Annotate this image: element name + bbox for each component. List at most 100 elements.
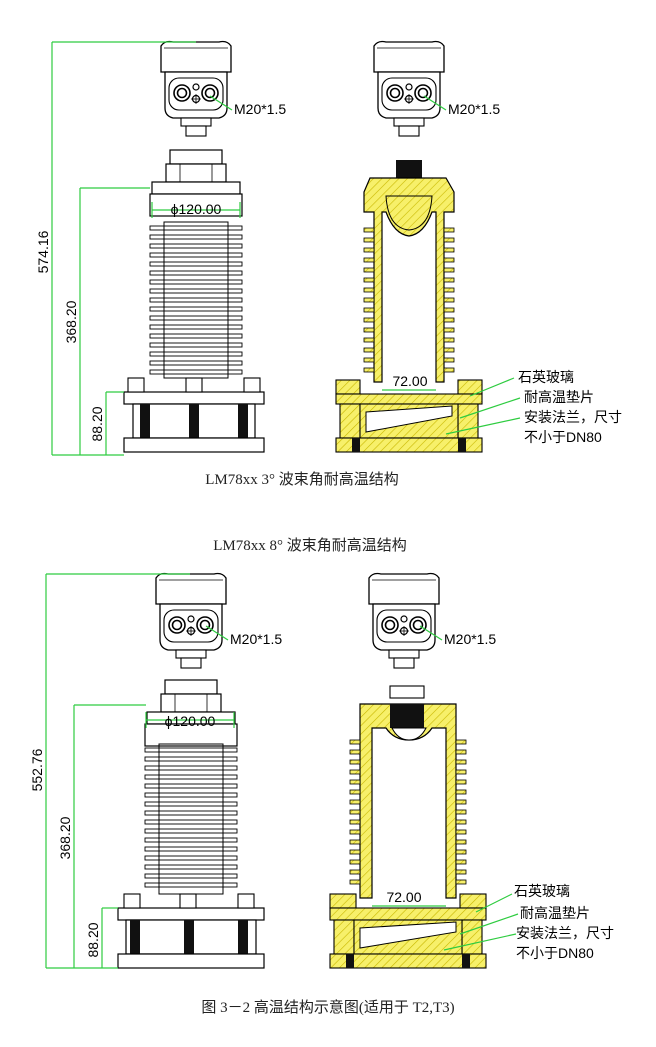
section-fin [443, 317, 455, 323]
cooling-fin [144, 774, 238, 780]
cooling-fin [149, 351, 243, 357]
section-fin [349, 819, 361, 825]
callout-flange-size-top: 不小于DN80 [524, 429, 602, 445]
section-fin [443, 247, 455, 253]
section-fin [349, 759, 361, 765]
section-fin [455, 749, 467, 755]
section-fin [349, 869, 361, 875]
section-fin [363, 227, 375, 233]
cooling-fin [149, 315, 243, 321]
cooling-fin [144, 801, 238, 807]
overall-height-label-bottom: 552.76 [29, 748, 45, 791]
top-right-dimensions [382, 95, 521, 435]
section-fin [455, 769, 467, 775]
section-fin [363, 357, 375, 363]
section-fin [349, 779, 361, 785]
cooling-fin [149, 234, 243, 240]
section-fin [363, 317, 375, 323]
cooling-fin [144, 846, 238, 852]
section-fin [455, 829, 467, 835]
cooling-fin [149, 225, 243, 231]
cooling-fin [149, 333, 243, 339]
cooling-fin [149, 288, 243, 294]
section-fin [349, 809, 361, 815]
section-fin [349, 839, 361, 845]
thread-label-top-right: M20*1.5 [448, 101, 500, 117]
cooling-fin [144, 882, 238, 888]
section-fin [443, 347, 455, 353]
section-fin [455, 809, 467, 815]
section-fin [443, 267, 455, 273]
section-fin [455, 869, 467, 875]
section-fin [455, 759, 467, 765]
section-fin [349, 879, 361, 885]
bottom-right-view [329, 572, 487, 969]
section-fin [363, 257, 375, 263]
fin-height-label-top: 368.20 [63, 300, 79, 343]
cooling-fin [149, 306, 243, 312]
section-fin [443, 257, 455, 263]
cooling-fin [149, 324, 243, 330]
cooling-fin [149, 243, 243, 249]
diameter-label-bottom: ϕ120.00 [165, 713, 216, 729]
diameter-label-top: ϕ120.00 [171, 201, 222, 217]
callout-quartz-bottom: 石英玻璃 [514, 883, 570, 899]
cooling-fin [144, 747, 238, 753]
cooling-fin [144, 765, 238, 771]
section-fin [363, 367, 375, 373]
section-fin [443, 227, 455, 233]
section-fin [455, 859, 467, 865]
thread-label-bottom-right: M20*1.5 [444, 631, 496, 647]
overall-height-label-top: 574.16 [35, 230, 51, 273]
section-fin [443, 367, 455, 373]
cooling-fin [144, 864, 238, 870]
section-fin [455, 799, 467, 805]
cooling-fin [149, 360, 243, 366]
caption-bottom: LM78xx 8° 波束角耐高温结构 [213, 537, 407, 554]
section-fin [455, 779, 467, 785]
callout-flange-bottom: 安装法兰，尺寸 [516, 925, 614, 941]
section-fin [349, 859, 361, 865]
cooling-fin [149, 252, 243, 258]
section-fin [363, 307, 375, 313]
cooling-fin [144, 810, 238, 816]
section-fin [443, 307, 455, 313]
section-fin [363, 287, 375, 293]
callout-flange-size-bottom: 不小于DN80 [516, 945, 594, 961]
bottom-left-view [117, 572, 265, 969]
section-fin [363, 347, 375, 353]
section-fin [455, 819, 467, 825]
cooling-fin [149, 261, 243, 267]
section-fin [455, 789, 467, 795]
top-left-dimensions [51, 41, 241, 456]
cooling-fin [144, 828, 238, 834]
section-fin [443, 337, 455, 343]
section-fin [363, 267, 375, 273]
section-fin [363, 277, 375, 283]
section-fin [363, 237, 375, 243]
section-fin [443, 287, 455, 293]
inner-width-label-top: 72.00 [392, 373, 427, 389]
section-fin [349, 829, 361, 835]
cooling-fin [149, 369, 243, 375]
section-fin [349, 799, 361, 805]
cooling-fin [149, 270, 243, 276]
callout-gasket-top: 耐高温垫片 [524, 389, 594, 405]
callout-flange-top: 安装法兰，尺寸 [524, 409, 622, 425]
section-fin [349, 749, 361, 755]
cooling-fin [149, 297, 243, 303]
callout-gasket-bottom: 耐高温垫片 [520, 905, 590, 921]
section-fin [349, 849, 361, 855]
thread-label-top-left: M20*1.5 [234, 101, 286, 117]
section-fin [349, 769, 361, 775]
callout-quartz-top: 石英玻璃 [518, 369, 574, 385]
section-fin [443, 327, 455, 333]
cooling-fin [149, 279, 243, 285]
section-fin [363, 297, 375, 303]
flange-height-label-top: 88.20 [89, 406, 105, 441]
bottom-left-dimensions [45, 573, 235, 969]
cooling-fin [144, 873, 238, 879]
section-fin [455, 739, 467, 745]
section-fin [363, 327, 375, 333]
section-fin [349, 789, 361, 795]
